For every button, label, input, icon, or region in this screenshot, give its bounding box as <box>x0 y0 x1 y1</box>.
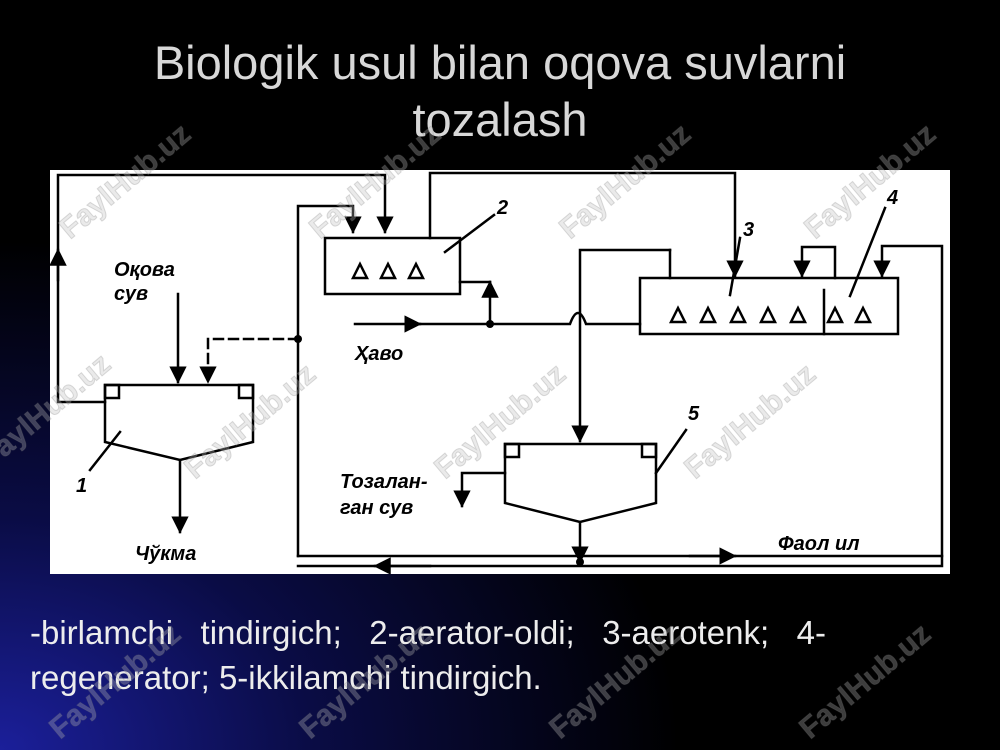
diffuser-aerotank-1 <box>668 305 688 324</box>
unit-number-4: 4 <box>886 187 898 209</box>
preaerator-to-aerotank-line <box>428 171 744 278</box>
caption-line-1: -birlamchi tindirgich; 2-aerator-oldi; 3… <box>30 614 826 651</box>
diffuser-aerotank-5 <box>788 305 808 324</box>
secondary-settler-corner-left <box>503 442 521 459</box>
treated-water-label-1: Тозалан- <box>340 471 428 493</box>
treated-water-label-2: ган сув <box>340 497 413 519</box>
wastewater-label-1: Оқова <box>114 259 175 281</box>
sludge-return-to-preaerator <box>296 204 362 558</box>
pre-aerator-tank <box>323 236 462 296</box>
diffuser-regenerator-2 <box>853 305 873 324</box>
leader-4 <box>848 206 887 298</box>
diffuser-regenerator-1 <box>825 305 845 324</box>
aerotank <box>638 276 900 336</box>
unit-number-2: 2 <box>496 197 508 219</box>
secondary-settler <box>503 442 658 524</box>
active-sludge-label: Фаол ил <box>778 533 860 555</box>
treatment-scheme-diagram: Оқова сув Ҳаво Тозалан- ган сув Чўкма Фа… <box>50 170 950 574</box>
activated-sludge-bottom-line <box>296 244 944 568</box>
dashed-sludge-line <box>199 337 300 384</box>
unit-number-3: 3 <box>743 219 754 241</box>
slide-caption: -birlamchi tindirgich; 2-aerator-oldi; 3… <box>30 610 960 700</box>
air-label: Ҳаво <box>354 343 403 365</box>
leader-5 <box>654 428 688 475</box>
aerotank-to-settler-line <box>571 248 672 443</box>
junction-dot-2 <box>486 320 494 328</box>
secondary-settler-corner-right <box>640 442 658 459</box>
primary-settler <box>103 383 255 462</box>
recycle-loop-line <box>56 173 394 404</box>
regenerator-inlet-line <box>793 245 837 280</box>
caption-line-2: regenerator; 5-ikkilamchi tindirgich. <box>30 659 542 696</box>
leader-2 <box>443 213 496 254</box>
title-line-2: tozalash <box>412 93 588 146</box>
primary-settler-corner-left <box>103 383 121 400</box>
diffuser-aerotank-2 <box>698 305 718 324</box>
unit-number-5: 5 <box>688 403 700 425</box>
scheme-svg: Оқова сув Ҳаво Тозалан- ган сув Чўкма Фа… <box>50 171 944 574</box>
air-main-line <box>413 311 642 326</box>
diffuser-preaerator-1 <box>350 261 370 280</box>
sludge-label: Чўкма <box>135 543 196 565</box>
leader-3 <box>728 236 742 297</box>
diffuser-aerotank-3 <box>728 305 748 324</box>
junction-dot-3 <box>576 558 584 566</box>
title-line-1: Biologik usul bilan oqova suvlarni <box>153 36 847 89</box>
junction-dot-1 <box>294 335 302 343</box>
diffuser-preaerator-2 <box>378 261 398 280</box>
diffuser-aerotank-4 <box>758 305 778 324</box>
slide-title: Biologik usul bilan oqova suvlarni tozal… <box>40 34 960 148</box>
leader-1 <box>88 430 122 472</box>
diffuser-preaerator-3 <box>406 261 426 280</box>
unit-number-1: 1 <box>76 475 87 497</box>
wastewater-label-2: сув <box>114 283 148 305</box>
primary-settler-corner-right <box>237 383 255 400</box>
treated-water-outlet <box>453 471 507 508</box>
